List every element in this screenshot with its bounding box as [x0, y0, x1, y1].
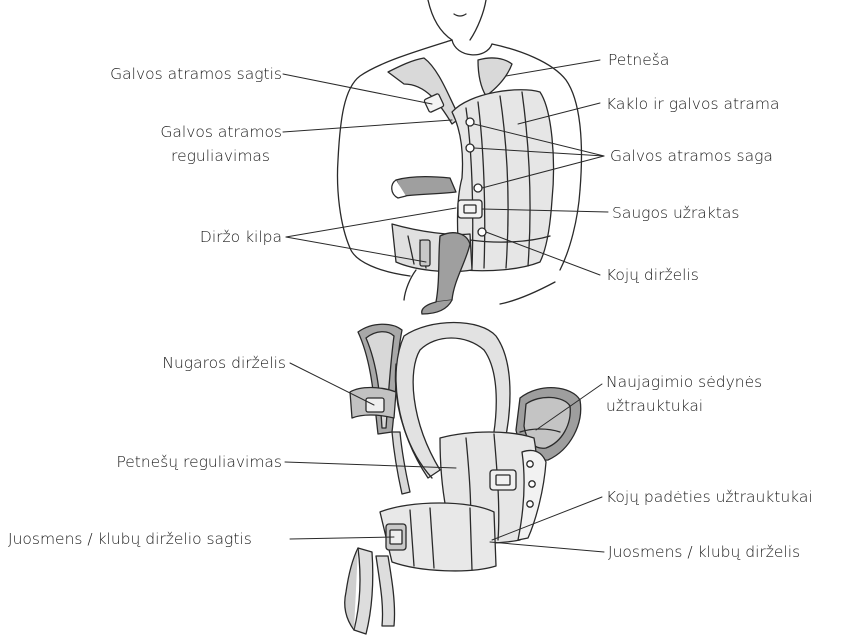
- label-nugaros-dirzelis: Nugaros dirželis: [60, 353, 286, 373]
- label-petnesu-reguliavimas: Petnešų reguliavimas: [40, 452, 282, 472]
- label-koju-dirzelis: Kojų dirželis: [606, 265, 699, 285]
- label-galvos-atramos-reguliavimas-line1: Galvos atramos: [30, 122, 282, 142]
- label-naujagimio-sedynes-line2: užtrauktukai: [606, 396, 703, 416]
- label-kaklo-ir-galvos-atrama: Kaklo ir galvos atrama: [606, 94, 780, 114]
- label-dirzo-kilpa: Diržo kilpa: [60, 227, 282, 247]
- label-petnesa: Petneša: [608, 50, 669, 70]
- label-koju-padeties-uztrauktukai: Kojų padėties užtrauktukai: [606, 487, 813, 507]
- label-naujagimio-sedynes-line1: Naujagimio sėdynės: [606, 372, 762, 392]
- front-carrier: [388, 58, 554, 272]
- label-juosmens-klubu-dirzelio-sagtis: Juosmens / klubų dirželio sagtis: [8, 529, 252, 549]
- label-galvos-atramos-sagtis: Galvos atramos sagtis: [30, 64, 282, 84]
- label-galvos-atramos-reguliavimas-line2: reguliavimas: [30, 146, 270, 166]
- carrier-back-view: [345, 323, 581, 635]
- label-galvos-atramos-saga: Galvos atramos saga: [610, 146, 773, 166]
- label-saugos-uzraktas: Saugos užraktas: [612, 203, 739, 223]
- label-juosmens-klubu-dirzelis: Juosmens / klubų dirželis: [608, 542, 800, 562]
